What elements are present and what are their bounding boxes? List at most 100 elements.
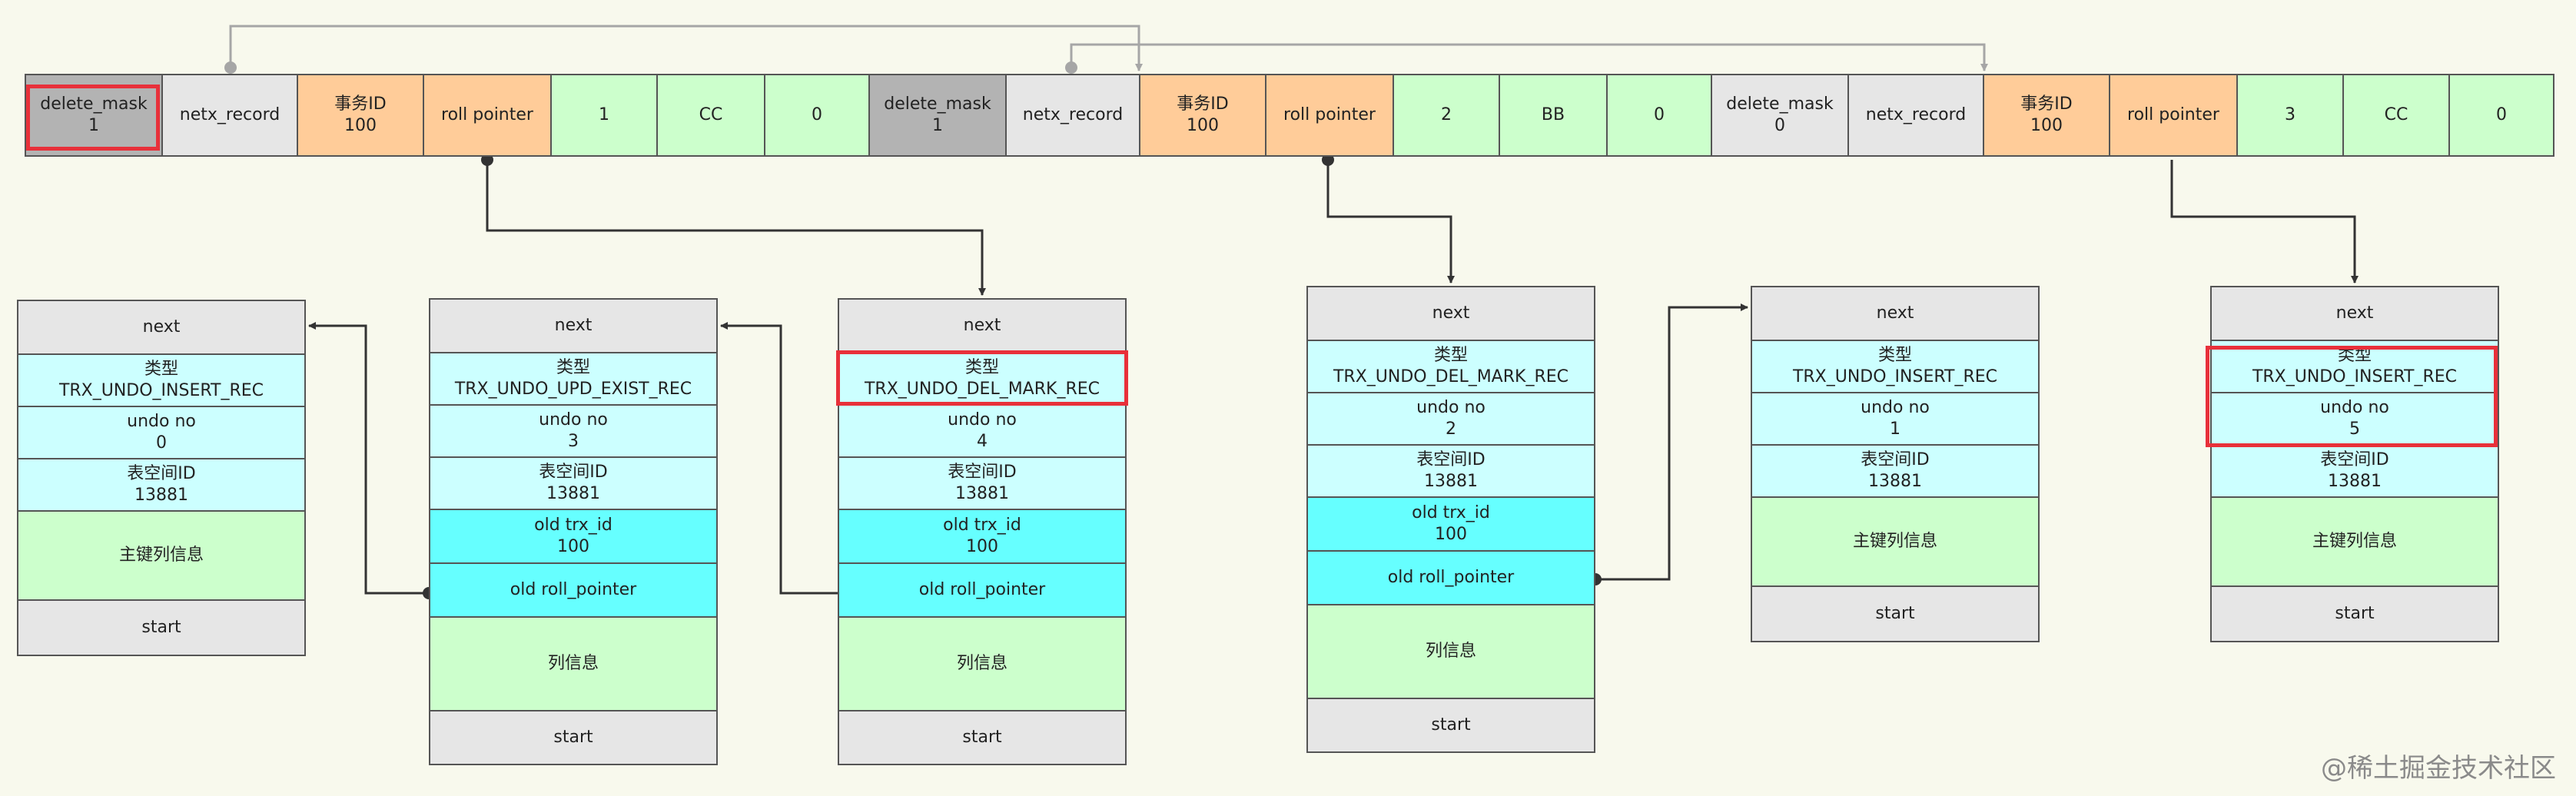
undo-log-3-cell-1: next [838, 298, 1127, 353]
record-cell-21-line-1: 0 [2496, 105, 2507, 124]
undo-log-4-cell-8: start [1306, 698, 1595, 753]
record-cell-20-line-1: CC [2384, 105, 2408, 124]
undo-log-4-cell-2-line-2: TRX_UNDO_DEL_MARK_REC [1333, 367, 1569, 386]
undo-log-4-cell-7-line-1: 列信息 [1425, 642, 1476, 661]
record-cell-19-line-1: 3 [2285, 105, 2295, 124]
undo-log-4-cell-3: undo no 2 [1306, 392, 1595, 446]
undo-log-1-cell-2-line-2: TRX_UNDO_INSERT_REC [58, 381, 264, 400]
undo-log-5-cell-2-line-2: TRX_UNDO_INSERT_REC [1792, 367, 1998, 386]
undo-log-3-cell-1-line-1: next [963, 316, 1001, 335]
record-cell-6-line-1: CC [699, 105, 723, 124]
undo-log-6-cell-4: 表空间ID 13881 [2210, 444, 2499, 498]
undo-log-4-cell-4-line-1: 表空间ID [1416, 450, 1486, 469]
undo-log-3-cell-5: old trx_id 100 [838, 509, 1127, 564]
undo-log-5-cell-2-line-1: 类型 [1877, 346, 1912, 365]
undo-log-3-cell-7: 列信息 [838, 616, 1127, 711]
record-cell-3-line-1: 事务ID [334, 95, 387, 114]
undo-log-1-cell-1: next [17, 300, 306, 355]
undo-log-1-cell-1-line-1: next [142, 317, 181, 337]
undo-log-3-cell-5-line-1: old trx_id [943, 516, 1021, 535]
undo-log-6-cell-3-line-2: 5 [2349, 420, 2360, 439]
undo-log-6-cell-5: 主键列信息 [2210, 496, 2499, 587]
undo-log-2-cell-4-line-2: 13881 [546, 484, 600, 503]
undo-log-5-cell-6: start [1751, 585, 2040, 642]
record-cell-14-line-1: 0 [1654, 105, 1665, 124]
undo-log-3-cell-7-line-1: 列信息 [956, 654, 1007, 673]
undo-log-6-cell-4-line-1: 表空间ID [2320, 450, 2389, 469]
record-cell-1-line-2: 1 [88, 116, 99, 135]
record-cell-4: roll pointer [423, 74, 552, 157]
record-cell-8-line-2: 1 [932, 116, 943, 135]
record-cell-16-line-1: netx_record [1865, 105, 1967, 124]
undo-log-3-cell-3: undo no 4 [838, 404, 1127, 458]
old-roll-pointer-link-3 [1595, 303, 1748, 581]
record-cell-2: netx_record [161, 74, 298, 157]
undo-log-6-cell-1-line-1: next [2335, 303, 2374, 323]
roll-pointer-link-1 [486, 160, 986, 296]
undo-log-5-cell-3-line-1: undo no [1861, 398, 1930, 417]
record-cell-5: 1 [550, 74, 658, 157]
undo-log-1-cell-3: undo no 0 [17, 406, 306, 459]
record-cell-13: BB [1499, 74, 1608, 157]
undo-log-6-cell-6: start [2210, 585, 2499, 642]
undo-log-2-cell-8: start [429, 710, 718, 765]
old-roll-pointer-link-1 [720, 322, 838, 595]
undo-log-3-cell-3-line-2: 4 [977, 432, 988, 451]
record-cell-17-line-1: 事务ID [2020, 95, 2073, 114]
undo-log-1-cell-3-line-2: 0 [156, 433, 167, 453]
undo-log-6-cell-3-line-1: undo no [2320, 398, 2389, 417]
undo-log-6-cell-5-line-1: 主键列信息 [2312, 532, 2397, 551]
undo-log-5-cell-4-line-1: 表空间ID [1861, 450, 1930, 469]
record-cell-16: netx_record [1847, 74, 1984, 157]
next-record-link-2 [1070, 43, 1988, 71]
undo-log-2-cell-5-line-1: old trx_id [534, 516, 612, 535]
undo-log-4-cell-3-line-2: 2 [1446, 420, 1456, 439]
undo-log-6-cell-3: undo no 5 [2210, 392, 2499, 446]
record-cell-15-line-1: delete_mask [1726, 95, 1834, 114]
undo-log-2-cell-4-line-1: 表空间ID [539, 463, 608, 482]
undo-log-3-cell-4-line-1: 表空间ID [948, 463, 1017, 482]
undo-log-2-cell-7: 列信息 [429, 616, 718, 711]
undo-log-2-cell-1-line-1: next [554, 316, 593, 335]
undo-log-3-cell-5-line-2: 100 [966, 537, 998, 556]
undo-log-5-cell-5: 主键列信息 [1751, 496, 2040, 587]
undo-log-4-cell-3-line-1: undo no [1416, 398, 1486, 417]
record-cell-4-line-1: roll pointer [441, 105, 533, 124]
undo-log-3-cell-6-line-1: old roll_pointer [918, 580, 1046, 599]
record-cell-10-line-2: 100 [1187, 116, 1219, 135]
undo-log-1-cell-3-line-1: undo no [127, 412, 196, 431]
record-cell-12: 2 [1393, 74, 1500, 157]
record-cell-17-line-2: 100 [2030, 116, 2063, 135]
roll-pointer-link-3 [2170, 160, 2359, 284]
undo-log-2-cell-4: 表空间ID 13881 [429, 456, 718, 510]
record-cell-14: 0 [1606, 74, 1712, 157]
undo-log-3-cell-3-line-1: undo no [948, 410, 1017, 430]
record-cell-19: 3 [2236, 74, 2344, 157]
undo-log-4-cell-1-line-1: next [1432, 303, 1470, 323]
undo-log-4-cell-1: next [1306, 286, 1595, 341]
record-cell-9-line-1: netx_record [1022, 105, 1124, 124]
undo-log-2-cell-3-line-2: 3 [568, 432, 579, 451]
undo-log-5-cell-1: next [1751, 286, 2040, 341]
record-cell-7-line-1: 0 [812, 105, 822, 124]
undo-log-3-cell-8-line-1: start [962, 728, 1002, 747]
undo-log-4-cell-5-line-1: old trx_id [1412, 503, 1490, 522]
record-cell-2-line-1: netx_record [179, 105, 281, 124]
undo-log-6-cell-4-line-2: 13881 [2328, 472, 2382, 491]
next-record-link-1 [229, 25, 1143, 71]
undo-log-2-cell-1: next [429, 298, 718, 353]
undo-log-3-cell-2-line-1: 类型 [964, 358, 999, 377]
undo-log-3-cell-6: old roll_pointer [838, 562, 1127, 618]
undo-log-5-cell-4-line-2: 13881 [1868, 472, 1922, 491]
